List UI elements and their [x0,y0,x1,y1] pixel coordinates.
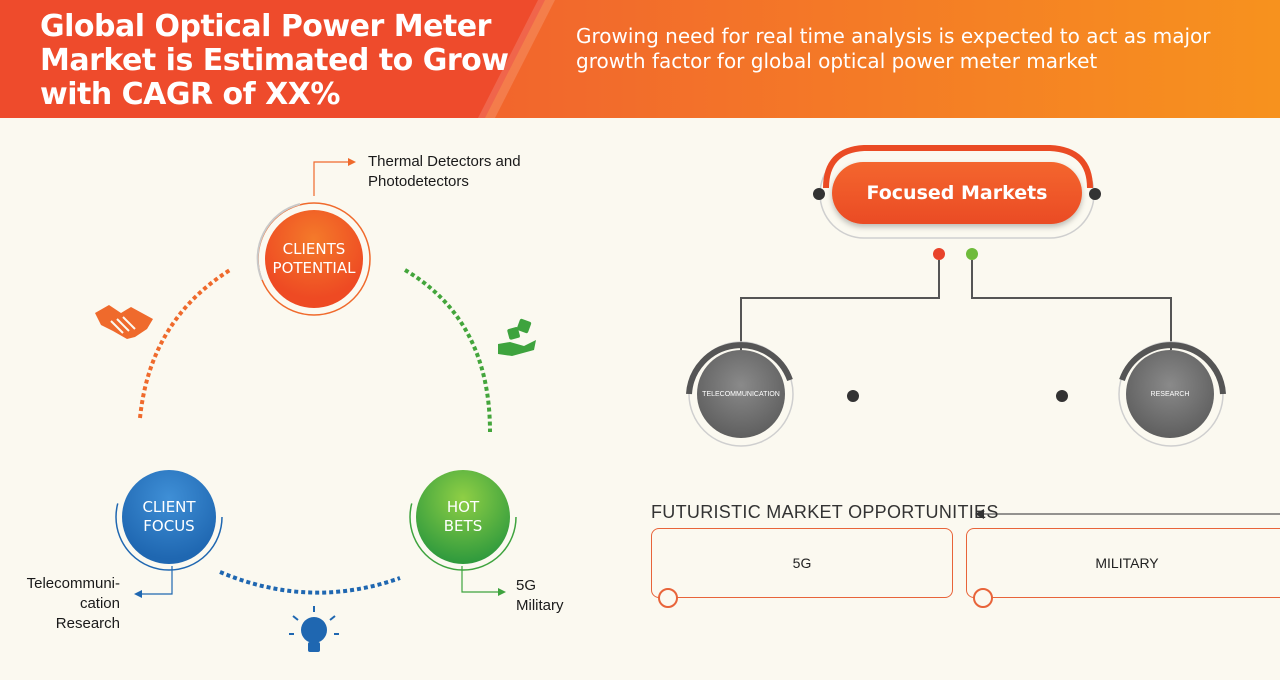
focused-line-right [971,260,1172,350]
clients-line2: POTENTIAL [272,259,356,277]
clients-note: Thermal Detectors and Photodetectors [368,153,521,190]
hot-bets-line1: HOT [446,498,480,516]
handshake-icon [95,305,153,339]
header-banner: Global Optical Power Meter Market is Est… [0,0,1280,118]
banner-slash [0,0,555,118]
arc-green [403,268,492,433]
market-telecommunication: TELECOMMUNICATION [697,350,785,438]
page-title: Global Optical Power Meter Market is Est… [40,9,509,112]
connector-client-focus [140,566,173,595]
hot-bets-note-1: 5G [516,577,537,594]
arc-blue [219,570,401,595]
client-focus-note: Telecommuni- cation Research [20,574,120,634]
opportunity-military: MILITARY [966,528,1280,598]
opportunities-title: FUTURISTIC MARKET OPPORTUNITIES [651,502,999,522]
clients-potential-node: CLIENTS POTENTIAL [265,210,363,308]
opportunity-dot [658,588,678,608]
client-focus-line1: CLIENT [142,498,196,516]
arc-orange [138,268,232,419]
client-focus-line2: FOCUS [143,517,195,535]
hot-bets-note: 5G Military [516,576,596,616]
market-research: RESEARCH [1126,350,1214,438]
opportunity-dot [973,588,993,608]
connector-hot-bets [461,566,500,593]
page-subtitle: Growing need for real time analysis is e… [576,24,1211,73]
hot-bets-node: HOT BETS [416,470,510,564]
lightbulb-icon [289,606,339,652]
dice-hand-icon [498,318,536,356]
hot-bets-note-2: Military [516,597,564,614]
focused-markets-pill: Focused Markets [832,162,1082,224]
focused-line-left [740,260,940,350]
connector-clients [313,161,352,196]
diagram-canvas [95,145,1280,652]
opportunity-5g: 5G [651,528,953,598]
hot-bets-line2: BETS [443,517,483,535]
clients-line1: CLIENTS [282,240,346,258]
client-focus-note-3: Research [55,615,120,632]
client-focus-note-2: cation [79,595,120,612]
client-focus-note-1: Telecommuni- [26,575,120,592]
client-focus-node: CLIENT FOCUS [122,470,216,564]
